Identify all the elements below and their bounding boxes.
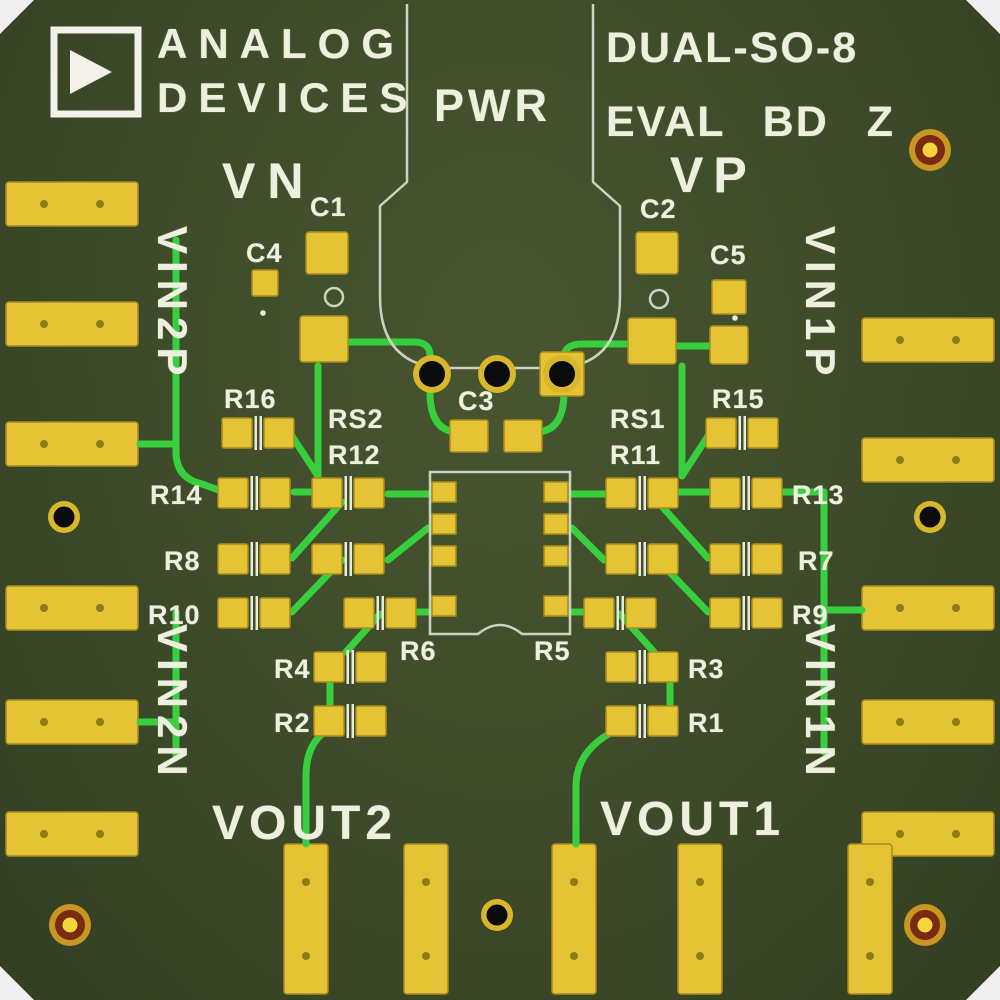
board-title-line2: EVAL BD Z [606,98,895,146]
copper-traces [136,236,866,848]
brand-line1: ANALOG [157,20,405,67]
label-r4: R4 [274,654,311,684]
label-pwr: PWR [434,80,551,131]
label-rs2: RS2 [328,404,384,434]
label-r9: R9 [792,600,829,630]
polarity-circle-right [648,288,670,310]
label-vin2p: VIN2P [149,226,196,383]
label-vout2: VOUT2 [212,797,398,850]
label-c5: C5 [710,240,747,270]
label-vin2n: VIN2N [149,624,196,783]
label-vp: VP [670,147,757,203]
capacitor-pads [251,231,749,453]
label-vn: VN [222,153,316,209]
label-r13: R13 [792,480,845,510]
label-r3: R3 [688,654,725,684]
label-r10: R10 [148,600,201,630]
label-r5: R5 [534,636,571,666]
pwr-connector-outline [378,4,622,370]
label-rs1: RS1 [610,404,666,434]
label-r11: R11 [610,440,662,470]
label-vin1p: VIN1P [797,226,844,383]
brand-line2: DEVICES [157,74,419,121]
label-r6: R6 [400,636,437,666]
mounting-holes [48,129,951,946]
resistor-pads [217,415,783,739]
label-c3: C3 [458,386,495,416]
label-vout1: VOUT1 [600,793,786,846]
label-r15: R15 [712,384,765,414]
edge-pads-bottom [283,843,893,995]
label-r2: R2 [274,708,311,738]
label-vin1n: VIN1N [797,624,844,783]
board-title-line1: DUAL-SO-8 [606,24,859,72]
label-r16: R16 [224,384,277,414]
label-c4: C4 [246,238,283,268]
analog-devices-logo-icon [50,26,142,118]
polarity-circle-left [323,286,345,308]
so8-outline [428,470,572,636]
label-c1: C1 [310,192,347,222]
so8-pads [431,481,569,617]
label-r1: R1 [688,708,725,738]
label-c2: C2 [640,194,677,224]
edge-pads-right [861,317,995,857]
label-r7: R7 [798,546,835,576]
label-r14: R14 [150,480,203,510]
label-r8: R8 [164,546,201,576]
label-r12: R12 [328,440,381,470]
